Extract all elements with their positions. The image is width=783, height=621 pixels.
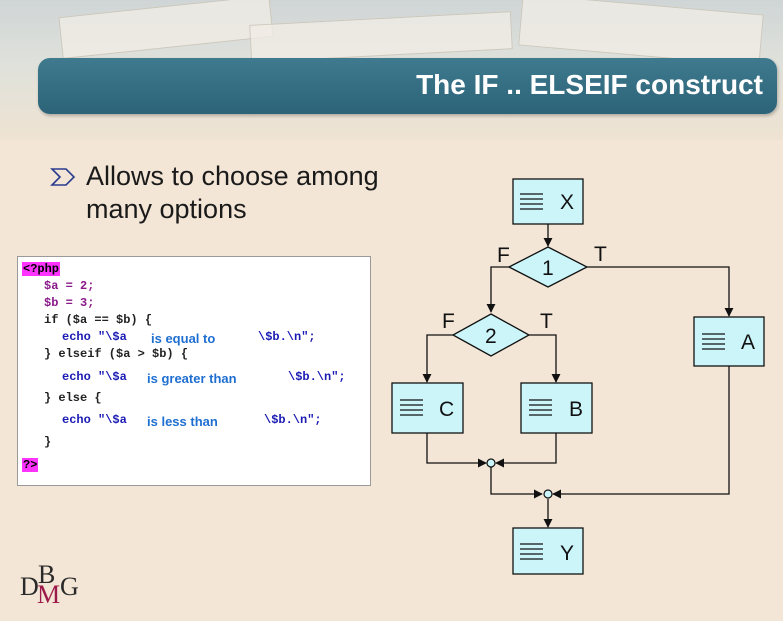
decision-diamond-1: 1 xyxy=(507,246,589,288)
code-tail: \$b.\n"; xyxy=(288,370,346,384)
code-tail: \$b.\n"; xyxy=(264,413,322,427)
process-box-c: C xyxy=(391,382,464,434)
decision-diamond-2: 2 xyxy=(451,313,531,357)
process-box-b: B xyxy=(520,382,593,434)
code-tail: \$b.\n"; xyxy=(258,330,316,344)
code-line: echo "\$a xyxy=(62,370,127,384)
box-c-label: C xyxy=(439,398,454,421)
process-box-a: A xyxy=(693,316,765,367)
box-b-label: B xyxy=(569,398,583,421)
diamond-2-label: 2 xyxy=(485,325,497,348)
code-line: if ($a == $b) { xyxy=(44,313,153,327)
code-line: echo "\$a xyxy=(62,330,127,344)
box-x-label: X xyxy=(560,191,574,214)
bullet-arrow-icon xyxy=(50,168,76,186)
box-y-label: Y xyxy=(560,542,574,565)
box-a-label: A xyxy=(741,331,755,354)
lines-icon xyxy=(529,399,552,416)
branch-label-f1: F xyxy=(497,244,510,267)
dbmg-logo: D B M G xyxy=(20,560,100,610)
lines-icon xyxy=(702,333,725,350)
branch-label-t2: T xyxy=(540,310,553,333)
php-code-box: <?php $a = 2; $b = 3; if ($a == $b) { ec… xyxy=(17,256,371,486)
code-line: ?> xyxy=(22,458,39,474)
logo-letter-d: D xyxy=(20,572,39,601)
php-open-tag: <?php xyxy=(22,262,61,276)
diamond-1-label: 1 xyxy=(542,257,554,280)
code-line: <?php xyxy=(22,262,61,278)
php-close-tag: ?> xyxy=(22,458,39,472)
lines-icon xyxy=(520,193,543,210)
lines-icon xyxy=(520,543,543,560)
process-box-x: X xyxy=(512,178,584,225)
code-line: $a = 2; xyxy=(44,279,95,293)
code-message: is greater than xyxy=(147,371,237,386)
code-message: is less than xyxy=(147,414,218,429)
branch-label-t1: T xyxy=(594,243,607,266)
title-bar: The IF .. ELSEIF construct xyxy=(38,58,777,114)
slide-title: The IF .. ELSEIF construct xyxy=(416,69,763,100)
process-box-y: Y xyxy=(512,527,584,575)
lines-icon xyxy=(400,399,423,416)
code-message: is equal to xyxy=(151,331,216,346)
branch-label-f2: F xyxy=(442,310,455,333)
code-line: } xyxy=(44,435,52,449)
merge-point-1 xyxy=(486,458,496,468)
code-line: } else { xyxy=(44,391,102,405)
code-line: $b = 3; xyxy=(44,296,95,310)
logo-letter-g: G xyxy=(60,572,79,601)
bullet-text: Allows to choose among many options xyxy=(86,161,379,224)
logo-letter-b: B xyxy=(38,560,56,589)
merge-point-2 xyxy=(543,489,553,499)
code-line: echo "\$a xyxy=(62,413,127,427)
code-line: } elseif ($a > $b) { xyxy=(44,347,189,361)
logo-letter-m: M xyxy=(37,580,61,609)
